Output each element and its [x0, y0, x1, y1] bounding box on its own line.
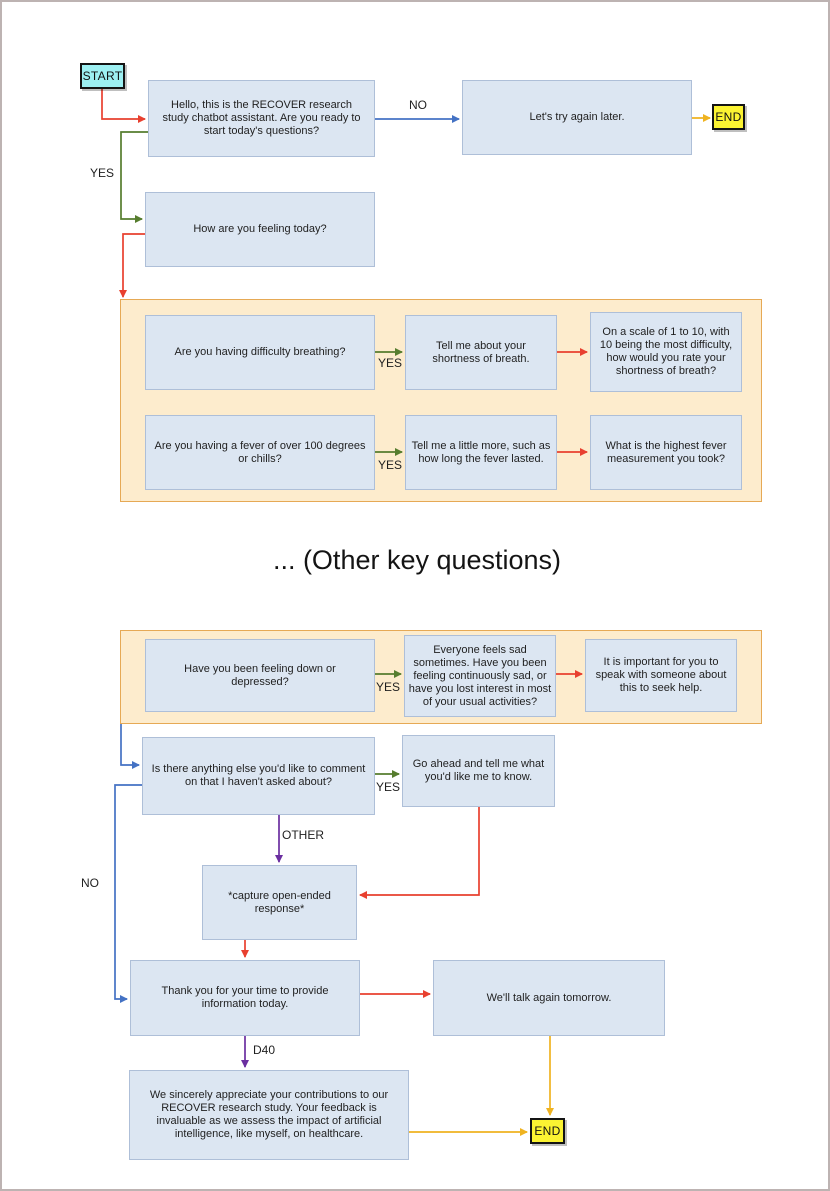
edge-feeling-to-panel [119, 233, 145, 298]
edge-label-no-bottom: NO [81, 876, 99, 890]
edge-label-d40: D40 [253, 1043, 276, 1057]
edge-anything-no-to-thank-you [114, 784, 142, 1003]
edge-panel-to-anything-else [120, 724, 140, 769]
node-tomorrow: We'll talk again tomorrow. [433, 960, 665, 1036]
node-seek-help: It is important for you to speak with so… [585, 639, 737, 712]
edge-label-yes-breathing: YES [378, 356, 403, 370]
end-node-top: END [712, 104, 745, 130]
node-depressed: Have you been feeling down or depressed? [145, 639, 375, 712]
node-capture: *capture open-ended response* [202, 865, 357, 940]
node-hello: Hello, this is the RECOVER research stud… [148, 80, 375, 157]
edge-label-no-top: NO [409, 98, 427, 112]
other-questions-heading: ... (Other key questions) [272, 545, 562, 575]
edge-label-other: OTHER [282, 828, 324, 842]
node-go-ahead: Go ahead and tell me what you'd like me … [402, 735, 555, 807]
node-anything-else: Is there anything else you'd like to com… [142, 737, 375, 815]
edge-label-yes-depressed: YES [376, 680, 401, 694]
node-scale: On a scale of 1 to 10, with 10 being the… [590, 312, 742, 392]
node-appreciate: We sincerely appreciate your contributio… [129, 1070, 409, 1160]
node-try-again: Let's try again later. [462, 80, 692, 155]
node-fever: Are you having a fever of over 100 degre… [145, 415, 375, 490]
node-fever-more: Tell me a little more, such as how long … [405, 415, 557, 490]
edge-label-yes-anything: YES [376, 780, 401, 794]
edge-label-yes-start: YES [90, 166, 115, 180]
start-node: START [80, 63, 125, 89]
node-fever-measure: What is the highest fever measurement yo… [590, 415, 742, 490]
node-thank-you: Thank you for your time to provide infor… [130, 960, 360, 1036]
edge-label-yes-fever: YES [378, 458, 403, 472]
node-sad: Everyone feels sad sometimes. Have you b… [404, 635, 556, 717]
edge-start-to-hello [101, 89, 146, 123]
node-breathing: Are you having difficulty breathing? [145, 315, 375, 390]
edge-hello-yes-to-feeling [120, 131, 148, 223]
node-shortness: Tell me about your shortness of breath. [405, 315, 557, 390]
end-node-bottom: END [530, 1118, 565, 1144]
node-feeling: How are you feeling today? [145, 192, 375, 267]
edge-go-ahead-to-capture [359, 807, 480, 899]
